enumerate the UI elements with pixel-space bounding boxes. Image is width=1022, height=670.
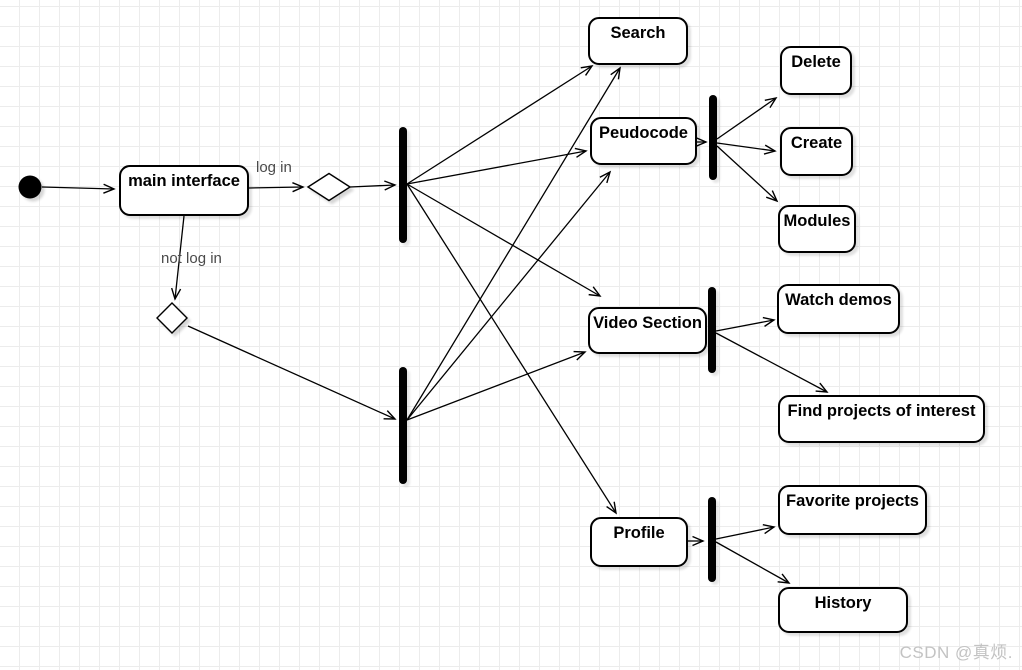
edge-fork3-create	[716, 142, 777, 155]
node-delete-label: Delete	[791, 53, 841, 71]
decision-diamond-login	[306, 172, 352, 202]
edge-fork2-peudocode	[406, 170, 612, 421]
decision-diamond-notlogin	[156, 302, 188, 334]
node-profile: Profile	[590, 517, 688, 567]
edge-fork5-history	[715, 541, 791, 584]
edge-decision1-fork1	[349, 180, 397, 191]
edge-fork3-modules	[716, 145, 779, 203]
node-profile-label: Profile	[613, 524, 665, 542]
node-main-interface: main interface	[119, 165, 249, 216]
fork-bar-5	[708, 497, 716, 582]
edge-fork1-search	[406, 65, 594, 185]
node-favorite-projects-label: Favorite projects	[786, 492, 919, 510]
node-create: Create	[780, 127, 853, 176]
node-search-label: Search	[610, 24, 666, 42]
node-favorite-projects: Favorite projects	[778, 485, 927, 535]
node-modules: Modules	[778, 205, 856, 253]
node-history-label: History	[814, 594, 872, 612]
node-main-interface-label: main interface	[128, 172, 240, 190]
edge-fork1-video-section	[406, 183, 602, 297]
edge-fork2-video-section	[406, 350, 587, 421]
node-peudocode-label: Peudocode	[599, 124, 688, 142]
node-find-projects: Find projects of interest	[778, 395, 985, 443]
edge-fork1-peudocode	[406, 147, 588, 185]
fork-bar-2	[399, 367, 407, 484]
node-modules-label: Modules	[783, 212, 851, 230]
node-peudocode: Peudocode	[590, 117, 697, 165]
edge-fork4-find-projects	[715, 332, 829, 393]
fork-bar-3	[709, 95, 717, 180]
node-delete: Delete	[780, 46, 852, 95]
node-search: Search	[588, 17, 688, 65]
edge-fork2-search	[406, 66, 621, 421]
edge-label-log-in: log in	[256, 159, 292, 176]
node-watch-demos: Watch demos	[777, 284, 900, 334]
edge-start-main	[41, 183, 116, 194]
node-video-section: Video Section	[588, 307, 707, 354]
edge-main-decision1	[248, 182, 305, 193]
fork-bar-1	[399, 127, 407, 243]
edge-label-not-log-in: not log in	[161, 250, 222, 267]
node-history: History	[778, 587, 908, 633]
edge-fork3-delete	[716, 96, 778, 140]
edge-fork1-profile	[406, 183, 617, 515]
node-video-section-label: Video Section	[593, 314, 702, 332]
edge-fork5-favorite-projects	[715, 524, 776, 540]
watermark-text: CSDN @真烦.	[899, 643, 1013, 662]
edge-decision2-fork2	[187, 325, 397, 420]
edge-fork4-watch-demos	[715, 316, 776, 332]
initial-node	[18, 175, 42, 199]
node-find-projects-label: Find projects of interest	[787, 402, 976, 420]
fork-bar-4	[708, 287, 716, 373]
edge-main-decision2	[170, 215, 185, 301]
node-create-label: Create	[790, 134, 843, 152]
node-watch-demos-label: Watch demos	[785, 291, 892, 309]
